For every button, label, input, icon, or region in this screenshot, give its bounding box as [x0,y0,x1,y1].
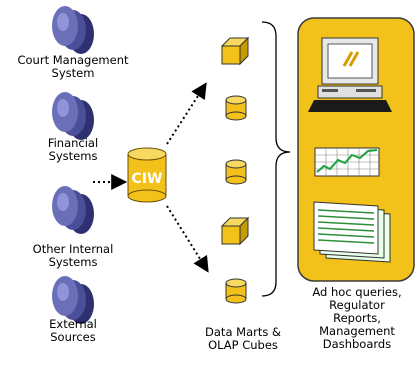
source-label-line: External [49,317,97,331]
source-label-line: Court Management [17,53,128,67]
report-icon [313,201,391,263]
source-label-line: Systems [49,255,98,269]
database-stack-icon [52,6,94,54]
outflow-arrow-up [166,82,207,145]
mart-cube [220,36,250,66]
source-label-line: Other Internal [33,242,114,256]
outputs-label-line: Reports, [333,311,381,325]
source-external [52,276,94,324]
mart-cube [220,216,250,246]
outputs-label-line: Dashboards [323,337,391,351]
mart-cylinder [225,278,247,304]
source-other-internal [52,186,94,234]
ciw-warehouse-cylinder [127,147,167,203]
source-financial-systems [52,92,94,140]
database-stack-icon [52,92,94,140]
source-label-line: Systems [49,149,98,163]
ciw-label: CIW [132,171,163,187]
mart-cylinder [225,159,247,185]
outputs-label-line: Ad hoc queries, [312,285,401,299]
outflow-arrow-down [166,205,209,273]
database-stack-icon [52,186,94,234]
marts-label-line: OLAP Cubes [208,338,278,352]
marts-label-line: Data Marts & [205,325,281,339]
chart-icon [314,147,380,177]
computer-icon [308,37,392,112]
source-court-management [52,6,94,54]
database-stack-icon [52,276,94,324]
outputs-label-line: Regulator [329,298,385,312]
source-label-line: Sources [50,330,96,344]
mart-cylinder [225,95,247,121]
grouping-brace [261,21,291,297]
source-label-line: Financial [48,136,98,150]
source-label-line: System [52,66,95,80]
outputs-label-line: Management [319,324,395,338]
